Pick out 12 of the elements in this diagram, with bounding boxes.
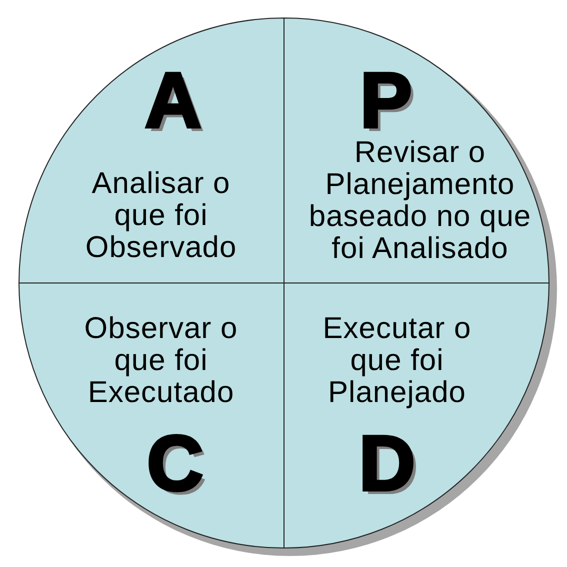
quadrant-sector xyxy=(19,18,284,283)
quadrant-description: Observar o que foi Executado xyxy=(83,313,239,409)
quadrant-sector xyxy=(19,283,284,548)
quadrant-sector xyxy=(284,18,549,283)
quadrant-letter: P xyxy=(360,70,412,130)
quadrant-letter: C xyxy=(146,433,204,493)
quadrant-sector xyxy=(284,283,549,548)
quadrant-letter: A xyxy=(144,70,202,130)
quadrant-description: Executar o que foi Planejado xyxy=(322,313,472,409)
quadrant-description: Revisar o Planejamento baseado no que foi Analisado xyxy=(308,137,532,265)
quadrant-letter: D xyxy=(358,433,416,493)
quadrant-description: Analisar o que foi Observado xyxy=(84,168,238,264)
